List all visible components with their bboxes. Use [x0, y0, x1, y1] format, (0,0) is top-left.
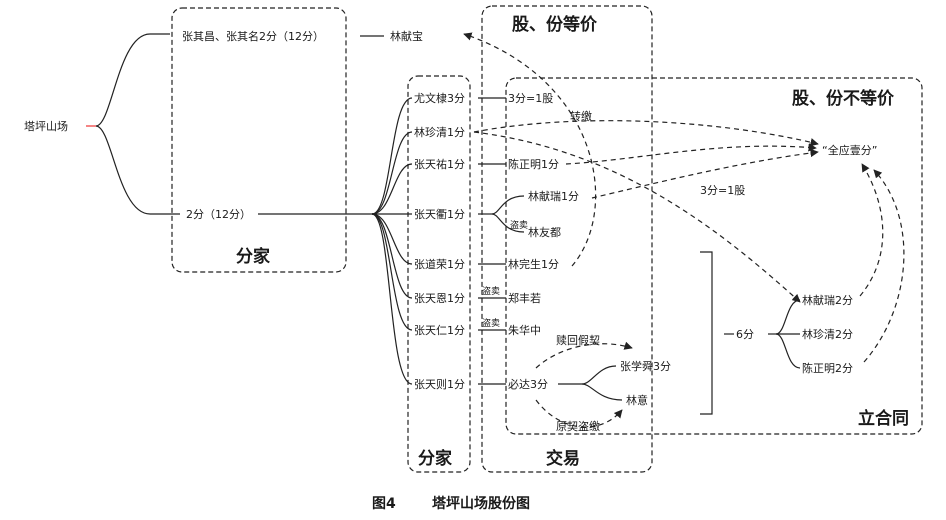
trade-yuanqi-label: 原契盗缴 — [556, 419, 600, 433]
fenjia-mid-box — [407, 75, 471, 473]
trade-shuhui-label: 赎回假契 — [556, 333, 600, 347]
trade-lin-yi-label: 林意 — [626, 393, 648, 407]
unequal-box — [505, 77, 923, 435]
trade-lin-xianrui-label: 林献瑞1分 — [528, 189, 579, 203]
trade-connectors — [478, 97, 623, 401]
trade-zheng-label: 郑丰若 — [508, 291, 541, 305]
right-item-label: 林献瑞2分 — [802, 293, 853, 307]
root-upper-curve — [95, 33, 170, 127]
son-label: 张天祐1分 — [414, 158, 465, 171]
six-label: 6分 — [736, 328, 754, 341]
zone-fenjia-left: 分家 — [236, 246, 270, 267]
zone-equal: 股、份等价 — [512, 14, 598, 35]
trade-gu-label: 3分=1股 — [508, 92, 553, 105]
right-item-label: 陈正明2分 — [802, 361, 853, 375]
trade-bida-label: 必达3分 — [508, 378, 548, 391]
trade-labels: 3分=1股 陈正明1分 林献瑞1分 林友都 林完生1分 郑丰若 朱华中 必达3分… — [482, 92, 671, 433]
quanying-label: “全应壹分” — [822, 143, 877, 157]
fenjia-left-box — [171, 7, 347, 273]
son-labels: 尤文棣3分 林珍清1分 张天祐1分 张天衢1分 张道荣1分 张天恩1分 张天仁1… — [414, 91, 465, 391]
zone-fenjia-mid: 分家 — [418, 448, 452, 469]
son-label: 张天则1分 — [414, 378, 465, 391]
trade-lin-youdu-label: 林友都 — [528, 225, 561, 239]
trade-zhu-label: 朱华中 — [508, 323, 541, 337]
son-label: 尤文棣3分 — [414, 91, 465, 105]
son-label: 张道荣1分 — [414, 257, 465, 271]
son-label: 张天恩1分 — [414, 292, 465, 305]
zone-unequal: 股、份不等价 — [792, 88, 895, 109]
son-label: 林珍清1分 — [414, 125, 465, 139]
right-labels: “全应壹分” 3分=1股 6分 林献瑞2分 林珍清2分 陈正明2分 — [700, 143, 877, 375]
root-lower-curve — [95, 125, 180, 215]
trade-chen-label: 陈正明1分 — [508, 157, 559, 171]
trade-sell1-label: 盗卖 — [510, 219, 528, 231]
upper-branch-label: 张其昌、张其名2分（12分） — [182, 29, 324, 43]
lihetong-bracket — [700, 251, 801, 415]
zone-trade: 交易 — [546, 448, 580, 469]
caption-number: 图4 — [372, 496, 396, 512]
son-label: 张天仁1分 — [414, 324, 465, 337]
caption-title: 塔坪山场股份图 — [432, 495, 530, 512]
trade-sell3-label: 盗卖 — [482, 317, 500, 329]
lower-branch-label: 2分（12分） — [186, 208, 251, 221]
root-label: 塔坪山场 — [24, 119, 68, 133]
upper-buyer-label: 林献宝 — [390, 29, 423, 43]
son-label: 张天衢1分 — [414, 208, 465, 221]
trade-box — [481, 5, 653, 473]
gu2-label: 3分=1股 — [700, 184, 745, 197]
trade-lin-wansheng-label: 林完生1分 — [508, 257, 559, 271]
zone-lihetong: 立合同 — [858, 408, 909, 429]
dashed-arrows — [463, 32, 905, 428]
right-item-label: 林珍清2分 — [802, 327, 853, 341]
trade-zhuanbin-label: 转缴 — [570, 109, 592, 123]
trade-zhang-xueshun-label: 张学舜3分 — [620, 359, 671, 373]
trade-sell2-label: 盗卖 — [482, 285, 500, 297]
son-fan — [371, 97, 413, 385]
